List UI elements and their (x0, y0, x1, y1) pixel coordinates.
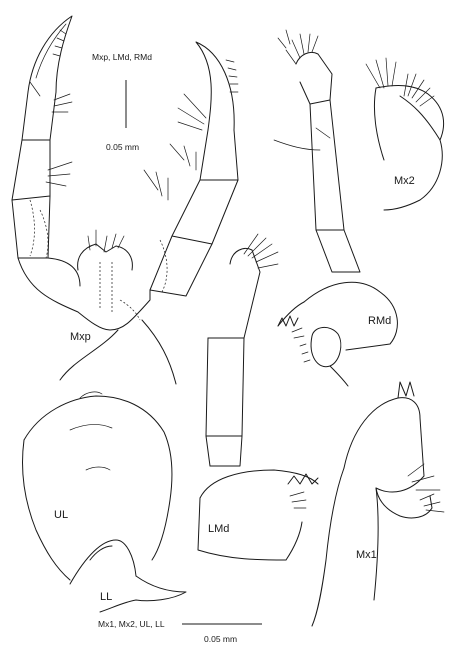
scale-bar-bottom: Mx1, Mx2, UL, LL 0.05 mm (98, 619, 262, 644)
lower-lip-drawing (69, 539, 187, 613)
label-lmd: LMd (208, 523, 229, 535)
label-ul: UL (54, 509, 68, 521)
scale-bar-top-length: 0.05 mm (106, 142, 139, 152)
left-mandible-drawing (197, 233, 319, 561)
maxilliped-drawing (11, 15, 239, 385)
right-mandible-drawing (273, 29, 398, 387)
maxilla2-drawing (365, 57, 445, 211)
label-rmd: RMd (368, 315, 391, 327)
scale-bar-bottom-groups: Mx1, Mx2, UL, LL (98, 619, 165, 629)
label-mx1: Mx1 (356, 549, 377, 561)
scale-bar-top-groups: Mxp, LMd, RMd (92, 52, 152, 62)
scale-bar-top: Mxp, LMd, RMd 0.05 mm (92, 52, 152, 152)
scale-bar-bottom-length: 0.05 mm (204, 634, 237, 644)
label-mxp: Mxp (70, 331, 91, 343)
maxilla1-drawing (311, 381, 445, 627)
upper-lip-drawing (22, 391, 173, 581)
label-mx2: Mx2 (394, 175, 415, 187)
label-ll: LL (100, 591, 112, 603)
